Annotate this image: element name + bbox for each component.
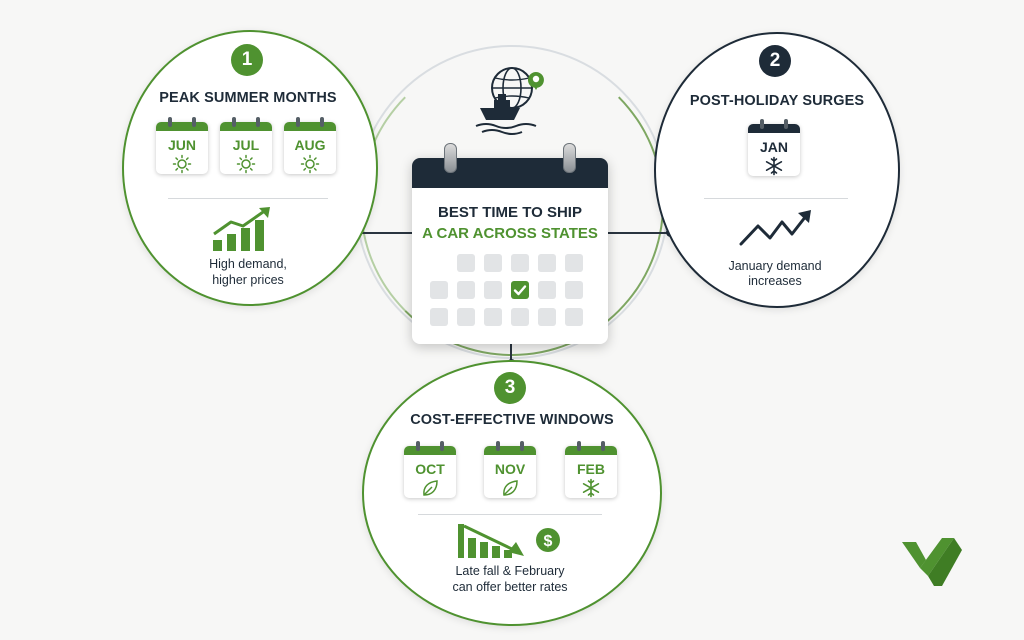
grid-cell — [457, 308, 475, 326]
grid-cell — [484, 254, 502, 272]
falling-bar-chart-with-dollar-icon: $ — [458, 524, 560, 558]
section-1-divider — [168, 198, 328, 199]
connector-bottom — [510, 344, 512, 364]
connector-left — [347, 232, 417, 234]
sun-icon — [300, 154, 320, 174]
connector-right — [606, 232, 672, 234]
grid-cell — [538, 281, 556, 299]
section-2-description-line2: increases — [748, 274, 802, 288]
svg-text:$: $ — [544, 533, 553, 550]
snowflake-icon — [765, 156, 783, 176]
section-1-title: PEAK SUMMER MONTHS — [159, 90, 337, 106]
leaf-icon — [503, 480, 518, 496]
month-label: NOV — [494, 461, 526, 477]
month-card-jun: JUN — [156, 117, 208, 174]
snowflake-icon — [582, 478, 600, 498]
grid-cell — [457, 281, 475, 299]
trend-up-arrow-icon — [739, 210, 811, 246]
brand-logo-icon — [902, 538, 962, 586]
sun-icon — [172, 154, 192, 174]
section-3-divider — [418, 514, 602, 515]
section-3-description-line1: Late fall & February — [455, 564, 565, 578]
main-calendar-header — [412, 158, 608, 188]
grid-cell — [538, 308, 556, 326]
main-title-line1: BEST TIME TO SHIP — [438, 204, 582, 221]
month-label: OCT — [415, 461, 445, 477]
grid-cell — [565, 308, 583, 326]
grid-cell — [511, 254, 529, 272]
grid-cell — [430, 308, 448, 326]
month-label: AUG — [294, 137, 326, 153]
grid-cell — [484, 281, 502, 299]
grid-cell — [430, 281, 448, 299]
month-card-aug: AUG — [284, 117, 336, 174]
globe-ship-icon — [475, 67, 544, 135]
grid-cell — [511, 308, 529, 326]
month-label: JUL — [232, 137, 260, 153]
section-2-number-badge: 2 — [759, 45, 791, 77]
leaf-icon — [423, 480, 438, 496]
grid-cell — [565, 254, 583, 272]
main-calendar-grid-row3 — [430, 308, 583, 326]
month-label: JAN — [759, 139, 788, 155]
month-card-nov: NOV — [484, 441, 536, 498]
section-3-number-badge: 3 — [494, 372, 526, 404]
section-3-title: COST-EFFECTIVE WINDOWS — [410, 412, 614, 428]
check-icon — [511, 281, 529, 299]
main-calendar-grid — [457, 254, 583, 272]
section-2-divider — [704, 198, 848, 199]
calendar-binder-ring-right — [563, 143, 576, 173]
month-card-feb: FEB — [565, 441, 617, 498]
section-2-title: POST-HOLIDAY SURGES — [689, 93, 865, 109]
month-card-jan: JAN — [748, 119, 800, 176]
month-label: FEB — [577, 461, 605, 477]
grid-cell — [565, 281, 583, 299]
grid-cell — [484, 308, 502, 326]
section-3-description-line2: can offer better rates — [452, 580, 568, 594]
section-2-description-line1: January demand — [728, 259, 822, 273]
sun-icon — [236, 154, 256, 174]
main-title-line2: A CAR ACROSS STATES — [422, 225, 598, 242]
grid-cell — [457, 254, 475, 272]
main-calendar-grid-row2 — [430, 281, 583, 299]
month-card-oct: OCT — [404, 441, 456, 498]
main-calendar: BEST TIME TO SHIP A CAR ACROSS STATES — [412, 158, 608, 344]
section-1-description-line2: higher prices — [212, 273, 284, 287]
calendar-binder-ring-left — [444, 143, 457, 173]
grid-cell — [538, 254, 556, 272]
section-1-number-badge: 1 — [231, 44, 263, 76]
month-card-jul: JUL — [220, 117, 272, 174]
section-1-description-line1: High demand, — [209, 257, 287, 271]
month-label: JUN — [167, 137, 196, 153]
rising-bar-chart-icon — [213, 207, 270, 251]
